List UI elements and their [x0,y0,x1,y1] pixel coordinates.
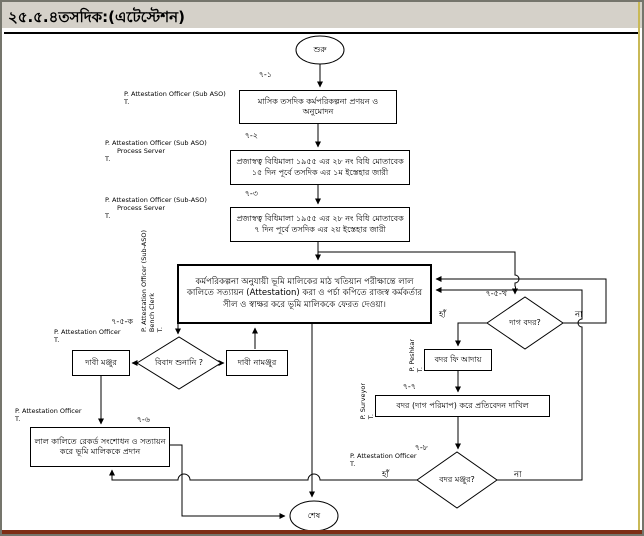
frame-accent-bottom [2,530,642,534]
step-label-7-3: ৭-৩ [244,189,258,198]
process-notice2: প্রজাস্বত্ব বিধিমালা ১৯৫৫ এর ২৮ নং বিধি … [230,207,410,242]
step-label-7-2: ৭-২ [244,131,258,140]
no-label: না [514,470,522,480]
actor-label-plan: P. Attestation Officer (Sub ASO) T. [124,90,226,107]
actor-label-report: P. Surveyor T. [359,383,375,419]
start-terminal-label: শুরু [313,45,327,55]
badar-decision-label: দাগ বদর? [509,318,541,328]
actor-t: T. [124,97,130,106]
process-claim-rejected: দাবী নামঞ্জুর [226,350,288,376]
arrow-badar-yes-to-fee [455,322,487,347]
actor-role: P. Attestation Officer (Sub-ASO) [105,196,207,204]
actor-role: P. Attestation Officer [54,328,121,336]
process-notice1: প্রজাস্বত্ব বিধিমালা ১৯৫৫ এর ২৮ নং বিধি … [230,150,410,185]
actor-role: P. Attestation Officer (Sub ASO) [105,139,207,147]
start-terminal-shape [295,35,345,65]
actor-role: P. Attestation Officer [350,452,417,460]
actor-role-2: Process Server [117,146,166,155]
process-attest: কর্মপরিকল্পনা অনুযায়ী ভূমি মালিকের মাঠ … [177,264,432,324]
actor-t: T. [15,414,21,423]
arrow-approve-yes-to-recordfix [109,469,417,481]
step-label-7-7: ৭-৭ [402,382,416,391]
title-rule [4,32,640,34]
actor-t: T. [54,335,60,344]
step-label-7-8: ৭-৮ [414,443,428,452]
arrow-branch-to-badar-decision [318,251,520,295]
actor-label-recordfix: P. Attestation Officer T. [15,407,82,424]
actor-label-dispute: P. Attestation Officer T. [54,328,121,345]
process-record-fix: লাল কালিতে রেকর্ড সংশোধন ও সত্যায়ন করে … [30,427,170,467]
page-title: ২৫.৫.৪তসদিক:(এটেস্টেশন) [8,8,185,26]
actor-label-attest: P. Attestation Officer (Sub-ASO) Bench C… [140,230,165,332]
end-terminal-label: শেষ [307,511,321,521]
no-label: না [575,310,583,320]
actor-t: T. [350,459,356,468]
actor-label-approve: P. Attestation Officer T. [350,452,417,469]
actor-t: T. [156,326,165,332]
actor-role: P. Peshkar [408,339,416,372]
process-claim-granted: দাবী মঞ্জুর [72,350,130,376]
step-label-7-1: ৭-১ [258,70,272,79]
actor-t: T. [105,211,111,220]
title-bar: ২৫.৫.৪তসদিক:(এটেস্টেশন) [2,2,642,28]
process-report: বদর (দাগ পরিমাপ) করে প্রতিবেদন দাখিল [375,395,550,417]
dispute-decision-label: বিবাদ শুনানি ? [154,358,204,368]
approve-decision-shape [416,451,498,509]
actor-label-notice2: P. Attestation Officer (Sub-ASO) Process… [105,196,207,220]
step-label-7-5-kha: ৭-৫-খ [485,289,507,298]
actor-role: P. Attestation Officer (Sub-ASO) [140,230,148,332]
badar-decision-shape [486,296,564,350]
frame-accent-right [638,2,640,534]
approve-decision-label: বদর মঞ্জুর? [439,475,475,485]
arrow-badar-no-to-attest [435,276,607,324]
yes-label: হাঁ [439,310,446,320]
step-label-7-5-ka: ৭-৫-ক [111,317,133,326]
dispute-decision-shape [136,336,222,390]
actor-label-fee: P. Peshkar T. [408,339,424,372]
yes-label: হাঁ [382,470,389,480]
process-plan: মাসিক তসদিক কর্মপরিকল্পনা প্রণয়ন ও অনুম… [239,90,397,124]
actor-t: T. [105,154,111,163]
actor-role: P. Attestation Officer (Sub ASO) [124,90,226,98]
step-label-7-6: ৭-৬ [136,415,150,424]
actor-role: P. Attestation Officer [15,407,82,415]
arrow-recordfix-to-end [170,444,286,519]
process-fee: বদর ফি আদায় [424,349,492,371]
actor-role-2: Process Server [117,203,166,212]
actor-role: P. Surveyor [359,382,367,419]
arrow-approve-no-to-attest [435,287,583,481]
actor-label-notice1: P. Attestation Officer (Sub ASO) Process… [105,139,207,163]
